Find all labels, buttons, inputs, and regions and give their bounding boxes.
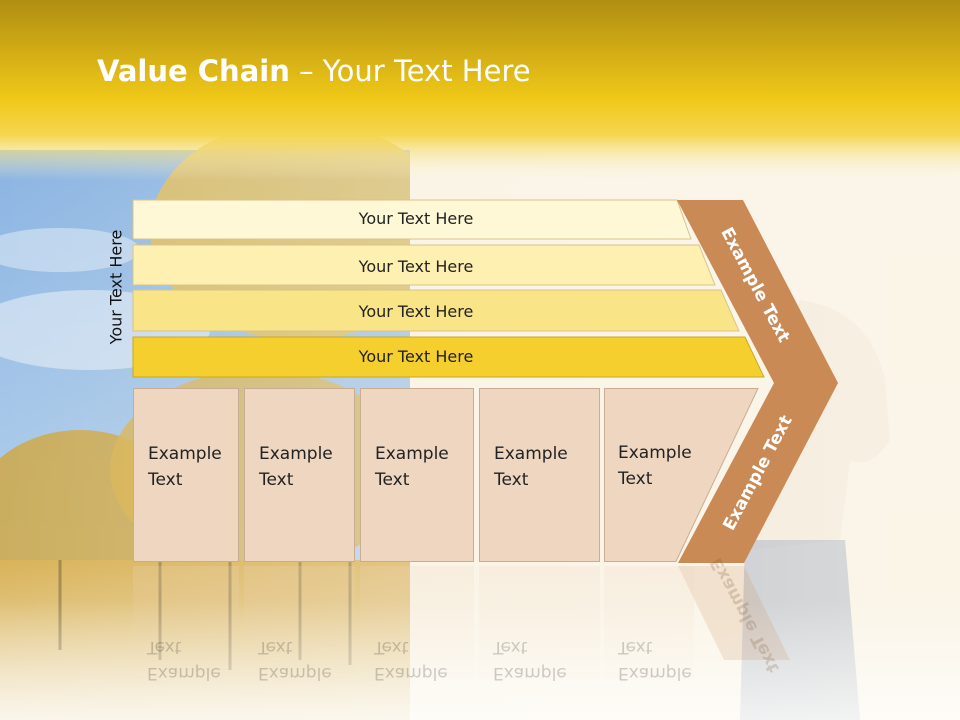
- chevron-reflection: [678, 566, 790, 660]
- cell-label-2: Example Text: [259, 444, 333, 490]
- activity-cell-3: Example Text: [360, 388, 474, 562]
- bar-3: [132, 289, 740, 332]
- cell-label-3: Example Text: [375, 444, 449, 490]
- cell-reflection-label-1: Example Text: [147, 637, 221, 683]
- slide-title: Value Chain – Your Text Here: [97, 54, 531, 88]
- title-bold: Value Chain: [97, 54, 290, 88]
- bar-label-4: Your Text Here: [358, 347, 474, 366]
- activity-cell-1: Example Text: [133, 388, 239, 562]
- cell-reflection-label-4: Example Text: [493, 637, 567, 683]
- bar-4: [132, 336, 765, 378]
- activity-cell-4: Example Text: [479, 388, 600, 562]
- bar-label-1: Your Text Here: [358, 209, 474, 228]
- cell-reflection-4: Example Text: [479, 566, 600, 686]
- cell-reflection-2: Example Text: [244, 566, 355, 686]
- chevron-top: [677, 200, 838, 383]
- cell-reflection-label-3: Example Text: [374, 637, 448, 683]
- activity-cell-5: Example Text: [604, 388, 759, 562]
- cell-reflection-1: Example Text: [133, 566, 239, 686]
- cell-5-shape: [604, 388, 759, 562]
- cell-reflection-label-2: Example Text: [258, 637, 332, 683]
- activity-cell-2: Example Text: [244, 388, 355, 562]
- cell-label-1: Example Text: [148, 444, 222, 490]
- cell-reflection-3: Example Text: [360, 566, 474, 686]
- cell-label-4: Example Text: [494, 444, 568, 490]
- bar-label-2: Your Text Here: [358, 257, 474, 276]
- cell-reflection-label-5: Example Text: [618, 637, 692, 683]
- cell-label-5: Example Text: [618, 443, 692, 489]
- cell-reflection-5: Example Text: [604, 566, 694, 686]
- bar-label-3: Your Text Here: [358, 302, 474, 321]
- title-rest: – Your Text Here: [289, 54, 531, 88]
- bar-1: [132, 199, 692, 240]
- chevron-bottom: [678, 383, 838, 563]
- bar-2: [132, 244, 716, 286]
